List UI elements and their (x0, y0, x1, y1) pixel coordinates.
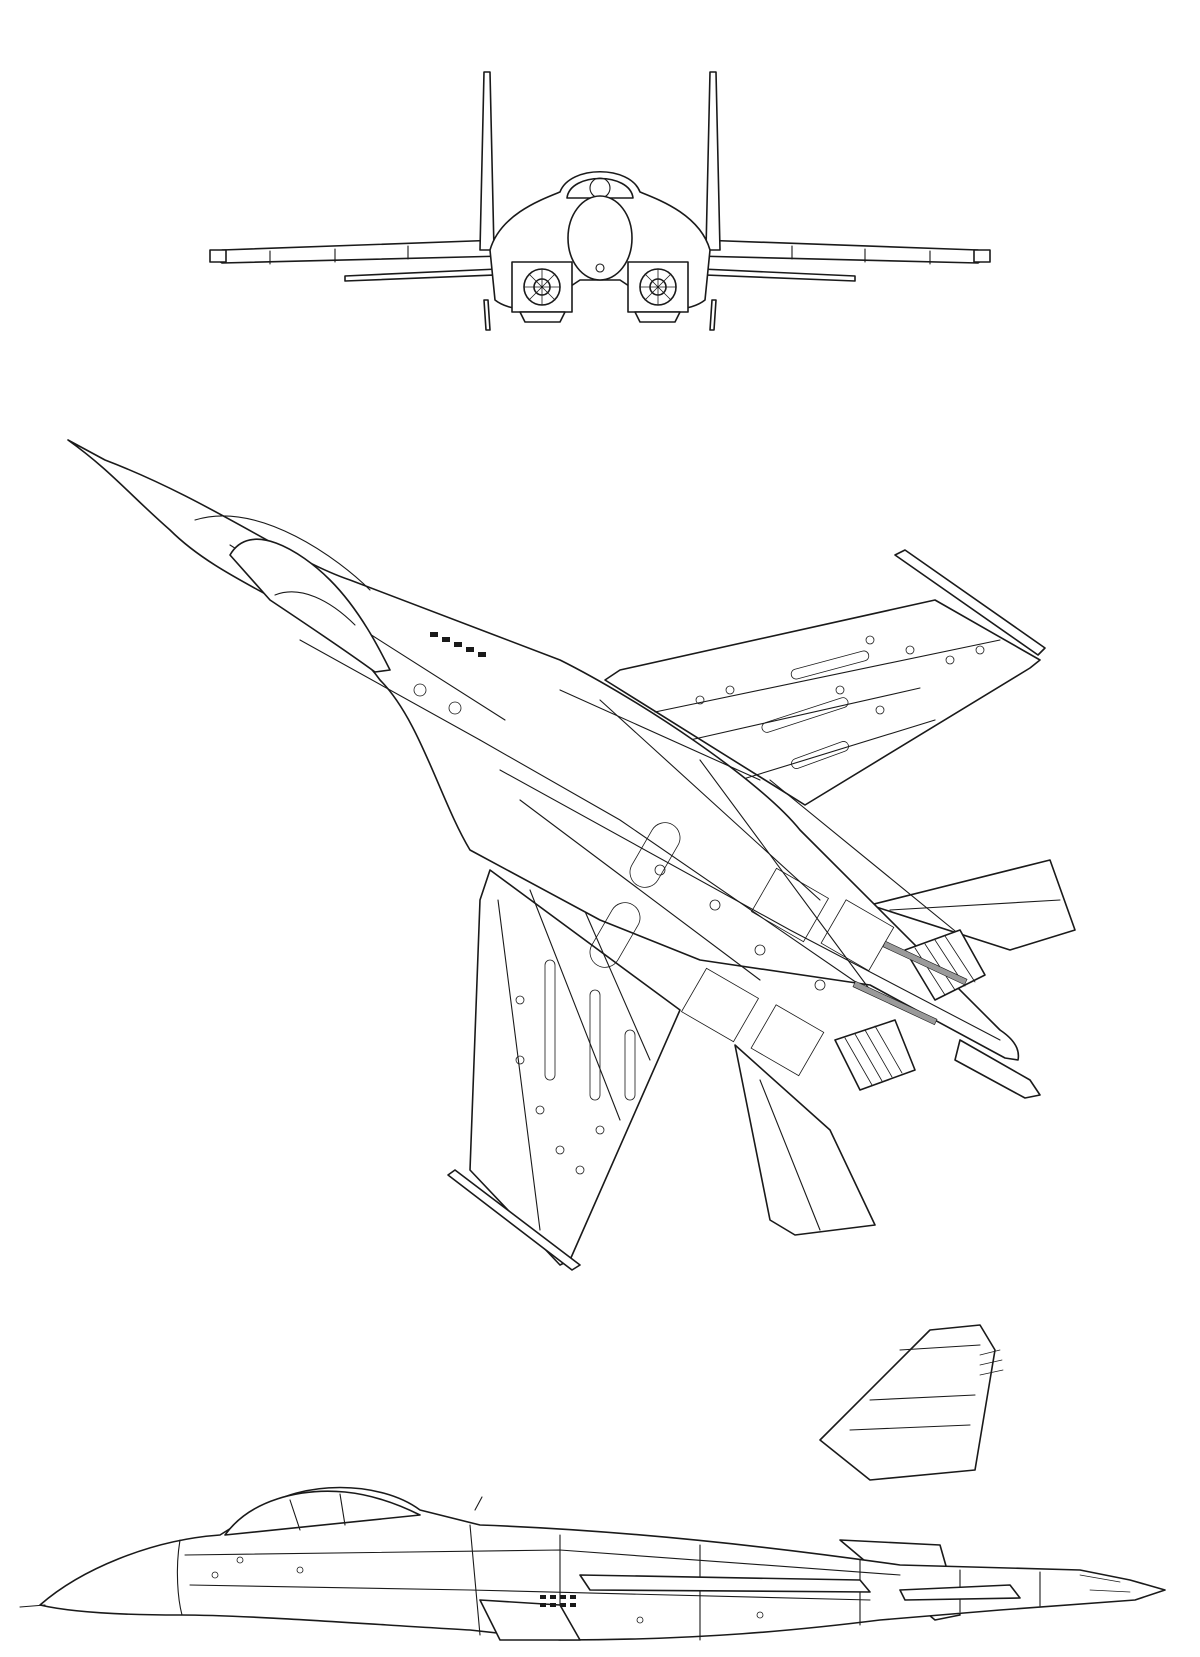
side-view (19, 1324, 1166, 1641)
top-view (67, 439, 1076, 1271)
front-view (209, 71, 991, 331)
